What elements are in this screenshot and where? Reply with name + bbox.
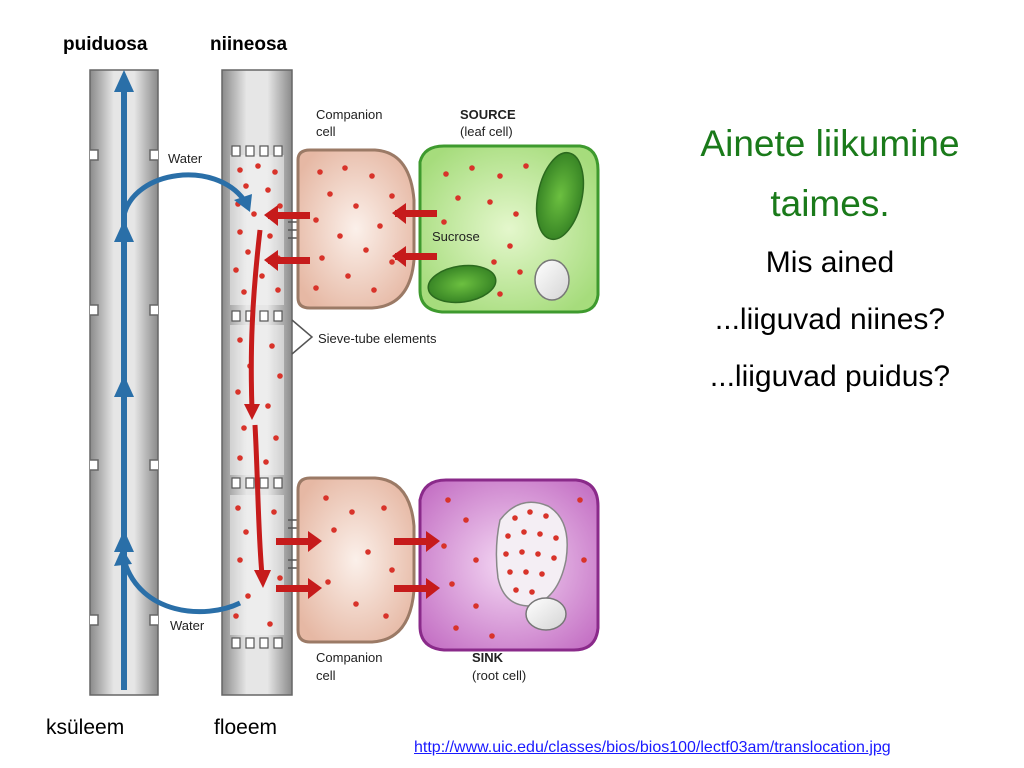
sucrose-flow-arrow <box>244 229 271 588</box>
loading-arrows <box>264 203 437 271</box>
water-label-bottom: Water <box>170 618 205 633</box>
water-label-top: Water <box>168 151 203 166</box>
phloem-header-label: niineosa <box>210 34 288 55</box>
source-label-1: SOURCE <box>460 107 516 122</box>
sink-label-2: (root cell) <box>472 668 526 683</box>
water-exchange-arrows <box>114 172 252 615</box>
slide-title-line-1: Ainete liikumine <box>700 123 960 164</box>
question-line-3: ...liiguvad puidus? <box>709 360 951 393</box>
xylem-header-label: puiduosa <box>63 34 148 55</box>
source-label-2: (leaf cell) <box>460 124 513 139</box>
companion-label-bottom-1: Companion <box>316 650 383 665</box>
question-line-2: ...liiguvad niines? <box>714 303 946 336</box>
sink-label-1: SINK <box>472 650 504 665</box>
phloem-sieve-tube <box>221 69 302 696</box>
companion-cell-bottom <box>296 476 416 644</box>
source-leaf-cell <box>418 144 600 314</box>
translocation-diagram: Water Water Companion cell SOURCE (leaf … <box>89 69 600 696</box>
xylem-footer-label: ksüleem <box>46 716 125 739</box>
slide-text-block: Ainete liikumine taimes. Mis ained ...li… <box>640 114 1020 405</box>
sink-root-cell <box>418 478 600 652</box>
unloading-arrows <box>276 531 440 599</box>
companion-label-bottom-2: cell <box>316 668 336 683</box>
source-url-link[interactable]: http://www.uic.edu/classes/bios/bios100/… <box>414 739 891 756</box>
companion-label-top-2: cell <box>316 124 336 139</box>
phloem-sucrose-dots <box>233 163 283 627</box>
sieve-tube-bracket <box>291 319 314 355</box>
question-line-1: Mis ained <box>765 246 895 279</box>
slide-title-line-2: taimes. <box>770 183 890 224</box>
companion-cell-top <box>296 148 416 310</box>
sucrose-label: Sucrose <box>432 229 480 244</box>
phloem-footer-label: floeem <box>214 716 278 739</box>
companion-label-top-1: Companion <box>316 107 383 122</box>
water-flow-arrows <box>114 70 134 690</box>
sieve-tube-label: Sieve-tube elements <box>318 331 437 346</box>
